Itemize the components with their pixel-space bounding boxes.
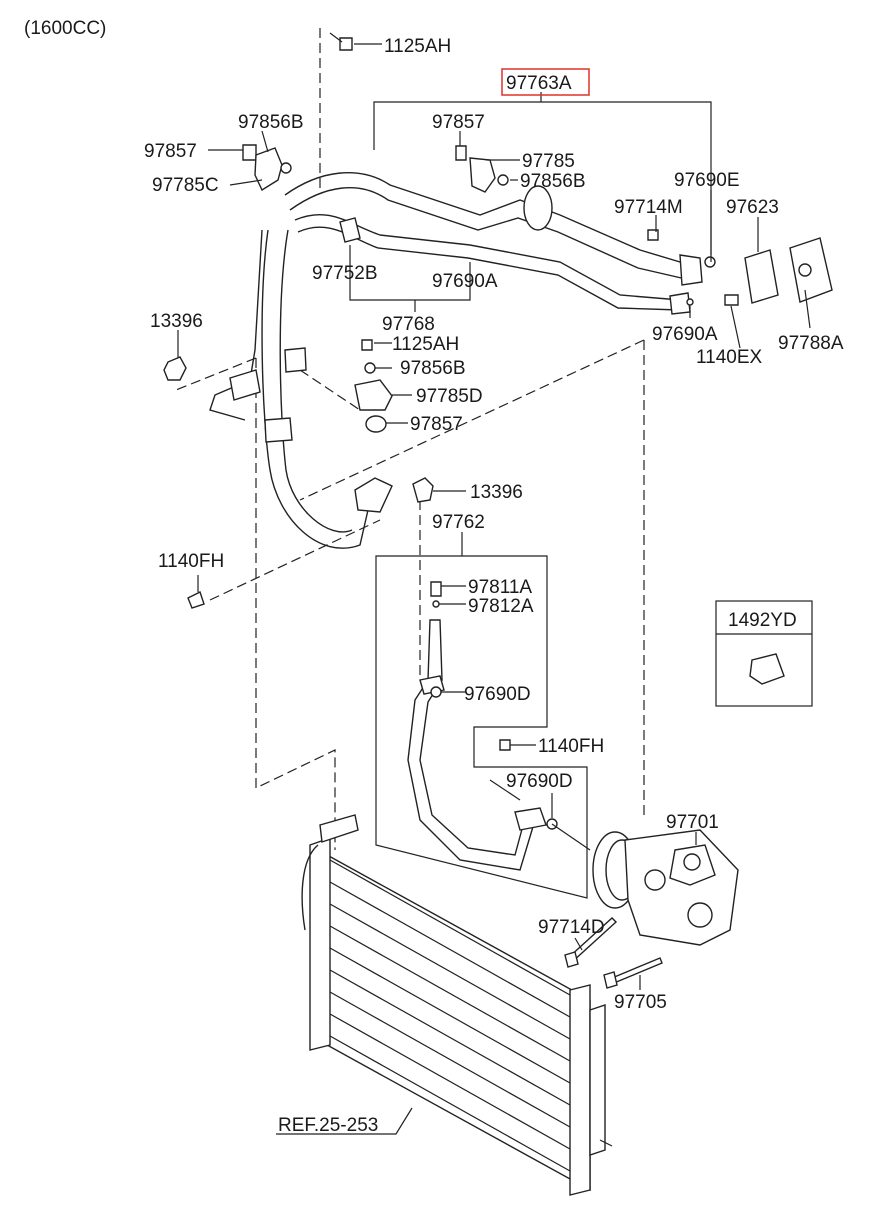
label-97690A-b: 97690A bbox=[652, 324, 718, 345]
label-97768: 97768 bbox=[382, 314, 435, 335]
label-1140EX: 1140EX bbox=[696, 347, 763, 368]
assembly-outline bbox=[175, 28, 645, 850]
liquid-hose bbox=[261, 229, 393, 549]
label-1492YD: 1492YD bbox=[728, 610, 797, 631]
highlight-97763A bbox=[501, 68, 590, 96]
compressor bbox=[551, 823, 739, 946]
label-97762: 97762 bbox=[432, 512, 485, 533]
lower-bolts bbox=[564, 917, 663, 989]
label-97856B-low: 97856B bbox=[400, 358, 466, 379]
label-97690E: 97690E bbox=[674, 170, 740, 191]
label-ref-25-253: REF.25-253 bbox=[278, 1115, 378, 1136]
part-labels: (1600CC) 1125AH 97763A 97856B 97857 9778… bbox=[24, 18, 844, 1136]
condenser-fins bbox=[329, 859, 571, 1172]
label-97701: 97701 bbox=[666, 812, 719, 833]
label-97690A-a: 97690A bbox=[432, 271, 498, 292]
label-97856B-left: 97856B bbox=[238, 112, 304, 133]
label-97690D-a: 97690D bbox=[464, 684, 531, 705]
label-1140FH-left: 1140FH bbox=[158, 551, 224, 572]
leader-lines bbox=[177, 43, 811, 1135]
label-97714D: 97714D bbox=[538, 917, 605, 938]
label-97763A: 97763A bbox=[506, 73, 572, 94]
label-1125AH-top: 1125AH bbox=[384, 36, 451, 57]
label-13396-mid: 13396 bbox=[470, 482, 523, 503]
label-97623: 97623 bbox=[726, 197, 779, 218]
hose-97762 bbox=[375, 477, 588, 899]
label-13396-left: 13396 bbox=[150, 311, 203, 332]
condenser bbox=[301, 814, 613, 1196]
label-97752B: 97752B bbox=[312, 263, 378, 284]
label-1140FH-mid: 1140FH bbox=[538, 736, 604, 757]
label-1125AH-mid: 1125AH bbox=[392, 334, 459, 355]
label-97705: 97705 bbox=[614, 992, 667, 1013]
label-97812A: 97812A bbox=[468, 596, 534, 617]
label-97811A: 97811A bbox=[468, 577, 532, 598]
engine-spec-label: (1600CC) bbox=[24, 18, 106, 39]
discharge-hose bbox=[284, 172, 703, 286]
label-97857-mid: 97857 bbox=[432, 112, 485, 133]
label-97857-low: 97857 bbox=[410, 414, 463, 435]
label-97785C: 97785C bbox=[152, 175, 219, 196]
label-97714M: 97714M bbox=[614, 197, 683, 218]
label-97788A: 97788A bbox=[778, 333, 844, 354]
label-97857-left: 97857 bbox=[144, 141, 197, 162]
label-97856B-mid: 97856B bbox=[520, 171, 586, 192]
label-97785: 97785 bbox=[522, 151, 575, 172]
left-pipe bbox=[209, 229, 263, 421]
label-97785D: 97785D bbox=[416, 386, 483, 407]
part-box-1492YD bbox=[715, 600, 813, 707]
label-97690D-b: 97690D bbox=[506, 771, 573, 792]
